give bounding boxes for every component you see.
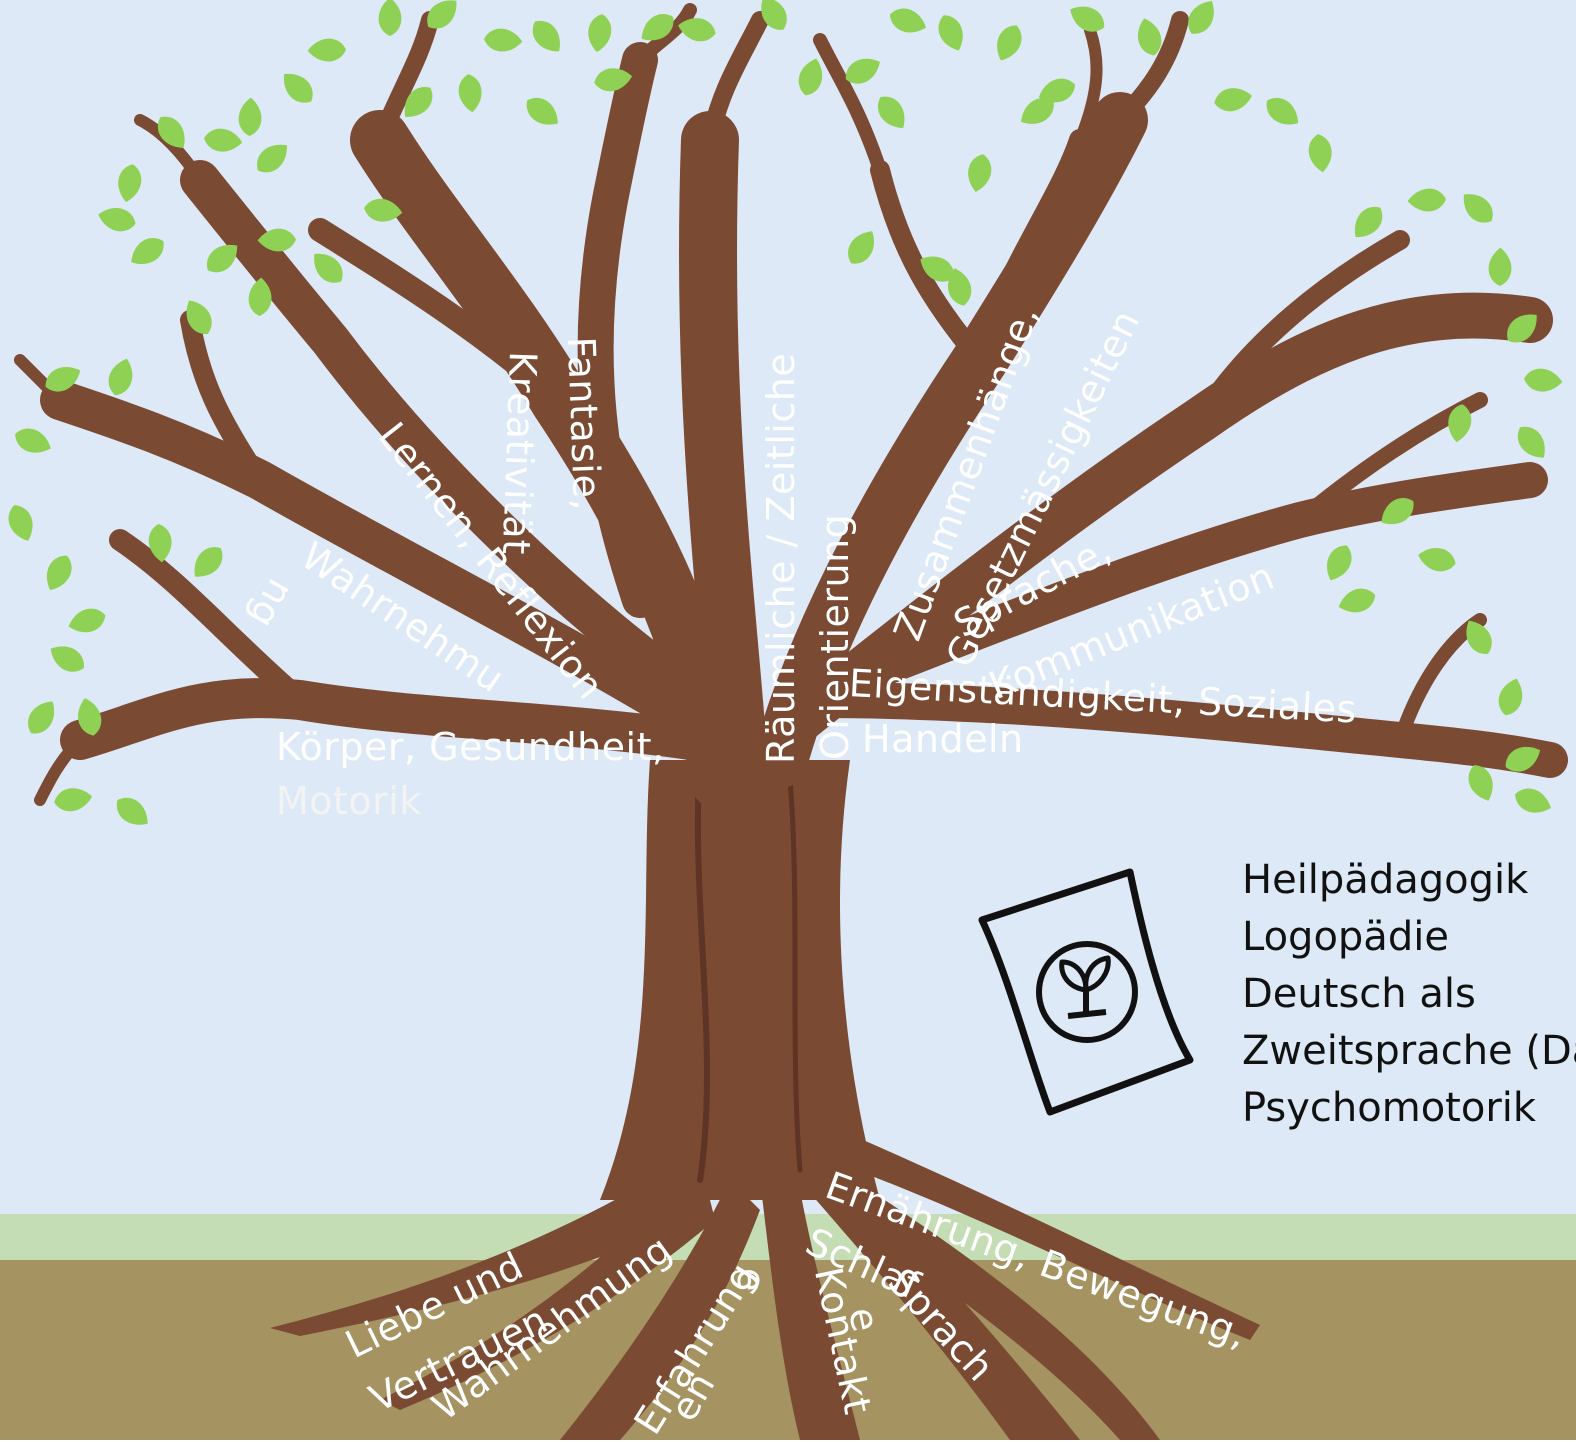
branch-label-raeumlich: Räumliche / Zeitliche <box>759 352 803 764</box>
leaf <box>68 608 106 633</box>
leaf <box>1448 404 1472 443</box>
leaf <box>314 253 343 283</box>
leaf <box>98 207 136 232</box>
leaf <box>1463 194 1493 223</box>
leaf <box>131 238 164 264</box>
legend-item-zweitsprache: Zweitsprache (DaZ) <box>1242 1028 1576 1074</box>
leaf <box>427 0 457 29</box>
leaf <box>1488 247 1512 286</box>
branch-label-handeln: Handeln <box>862 717 1024 761</box>
leaf <box>257 144 287 173</box>
leaf <box>116 797 148 825</box>
leaf <box>458 74 482 113</box>
legend-item-deutsch: Deutsch als <box>1242 971 1476 1017</box>
leaf <box>1308 134 1332 173</box>
leaf <box>15 428 51 453</box>
leaf <box>1524 368 1563 392</box>
seed-bag-icon <box>978 868 1194 1116</box>
leaf <box>28 701 54 734</box>
leaf <box>1381 498 1414 524</box>
leaf <box>1507 314 1537 343</box>
leaf <box>157 116 185 148</box>
leaf <box>194 547 223 577</box>
leaf <box>204 128 243 152</box>
legend-item-logopaedie: Logopädie <box>1242 914 1449 960</box>
leaf <box>1498 678 1523 716</box>
leaf <box>588 14 612 53</box>
leaf <box>1418 548 1456 572</box>
leaf <box>78 698 102 736</box>
leaf <box>238 97 262 136</box>
leaf <box>1038 78 1076 103</box>
leaf <box>798 58 823 96</box>
leaf <box>526 97 558 125</box>
leaf <box>1021 98 1054 124</box>
leaf <box>1214 88 1252 112</box>
leaf <box>1466 620 1492 654</box>
leaf <box>1407 188 1446 212</box>
leaf <box>678 18 716 42</box>
leaf <box>54 788 93 812</box>
leaf <box>1515 788 1551 813</box>
leaf <box>186 300 212 334</box>
leaf <box>45 367 81 392</box>
leaf <box>1354 206 1383 238</box>
leaf <box>46 555 72 591</box>
leaf <box>307 38 346 62</box>
legend-item-psychomotorik: Psychomotorik <box>1242 1085 1537 1131</box>
leaf <box>1517 426 1545 458</box>
leaves <box>8 0 1563 825</box>
leaf <box>248 277 272 316</box>
leaf <box>50 646 84 672</box>
leaf <box>920 256 954 282</box>
leaf <box>378 0 402 36</box>
leaf <box>968 154 992 192</box>
leaf <box>404 87 433 117</box>
leaf <box>1070 6 1105 32</box>
branch-label-fantasie: Fantasie, <box>559 335 610 512</box>
root-label-e1: e <box>729 1268 773 1292</box>
leaf <box>284 74 313 103</box>
branch-label-koerper-1: Körper, Gesundheit, <box>276 725 665 769</box>
leaf <box>938 15 963 51</box>
leaf <box>257 228 296 252</box>
leaf <box>997 25 1022 61</box>
leaf <box>1468 765 1493 801</box>
leaf <box>364 198 403 222</box>
leaf <box>1137 18 1162 56</box>
leaf <box>848 231 874 264</box>
leaf <box>594 68 633 92</box>
leaf <box>108 358 133 396</box>
branch-label-koerper-2: Motorik <box>276 779 422 823</box>
leaf <box>641 13 674 41</box>
leaf <box>1188 1 1214 34</box>
leaf <box>845 58 880 84</box>
leaf <box>148 524 172 563</box>
leaf <box>206 244 238 273</box>
leaf <box>1505 746 1541 772</box>
leaf <box>889 8 927 33</box>
branch-label-kreativitaet: Kreativität <box>493 350 545 556</box>
leaf <box>761 0 787 30</box>
leaf <box>1338 588 1376 613</box>
leaf <box>118 164 142 203</box>
leaf <box>484 28 523 52</box>
leaf <box>877 96 905 129</box>
leaf <box>532 20 560 52</box>
tree <box>14 3 1568 1440</box>
leaf <box>1327 545 1352 581</box>
branch-label-orientierung: Orientierung <box>813 513 857 760</box>
leaf <box>947 268 972 306</box>
leaf <box>8 505 33 541</box>
legend-item-heilpaedagogik: Heilpädagogik <box>1242 857 1529 903</box>
legend: Heilpädagogik Logopädie Deutsch als Zwei… <box>1242 852 1576 1137</box>
leaf <box>1266 97 1299 125</box>
